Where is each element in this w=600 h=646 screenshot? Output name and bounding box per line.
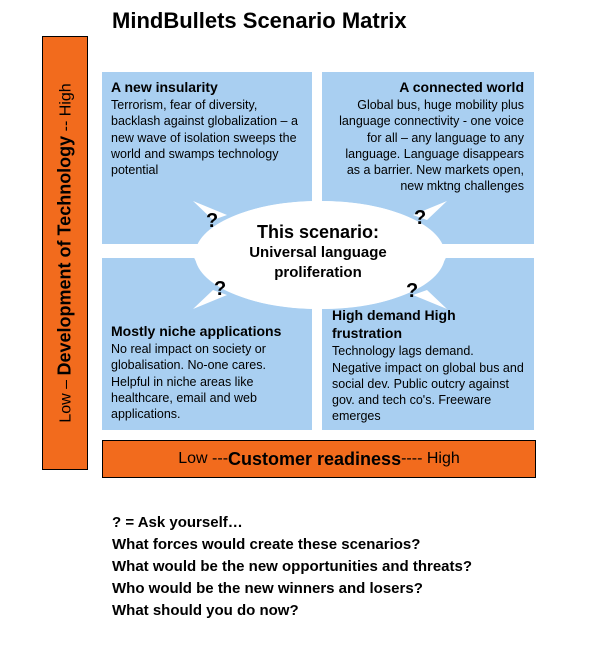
question-line: What should you do now? (112, 602, 299, 619)
y-axis-title: Development of Technology (54, 135, 75, 376)
quadrant-body: Technology lags demand. Negative impact … (332, 344, 524, 424)
questions-list: ? = Ask yourself… What forces would crea… (112, 512, 472, 622)
x-axis-bar: Low --- Customer readiness ---- High (102, 440, 536, 478)
x-axis-high: ---- High (401, 450, 460, 467)
y-axis-high: -- High (57, 83, 75, 132)
quadrant-body: No real impact on society or globalisati… (111, 342, 266, 422)
quadrant-top-left: A new insularity Terrorism, fear of dive… (102, 72, 312, 244)
center-ellipse (193, 201, 447, 309)
center-line-2: Universal language (249, 244, 387, 261)
question-mark-bottom-right: ? (406, 280, 419, 302)
center-scenario-text: This scenario: Universal language prolif… (218, 222, 418, 284)
quadrant-body: Global bus, huge mobility plus language … (339, 98, 524, 194)
y-axis-label: Low – Development of Technology -- High (55, 43, 76, 463)
quadrant-heading: A connected world (399, 79, 524, 95)
quadrant-bottom-left: Mostly niche applications No real impact… (102, 258, 312, 430)
question-mark-bottom-left: ? (214, 278, 227, 300)
x-axis-low: Low --- (178, 450, 229, 467)
question-line: ? = Ask yourself… (112, 514, 243, 531)
question-mark-top-left: ? (206, 210, 219, 232)
quadrant-body: Terrorism, fear of diversity, backlash a… (111, 98, 298, 178)
quadrant-heading: A new insularity (111, 79, 218, 95)
question-line: Who would be the new winners and losers? (112, 580, 423, 597)
x-axis-title: Customer readiness (228, 448, 402, 469)
question-mark-top-right: ? (414, 207, 427, 229)
page-title: MindBullets Scenario Matrix (112, 8, 407, 33)
quadrant-heading: High demand High frustration (332, 307, 456, 342)
question-line: What forces would create these scenarios… (112, 536, 421, 553)
center-line-1: This scenario: (256, 222, 380, 242)
y-axis-low: Low – (57, 379, 75, 423)
question-line: What would be the new opportunities and … (112, 558, 472, 575)
center-line-3: proliferation (274, 264, 362, 282)
y-axis-bar: Low – Development of Technology -- High (42, 36, 88, 470)
quadrant-heading: Mostly niche applications (111, 323, 282, 339)
